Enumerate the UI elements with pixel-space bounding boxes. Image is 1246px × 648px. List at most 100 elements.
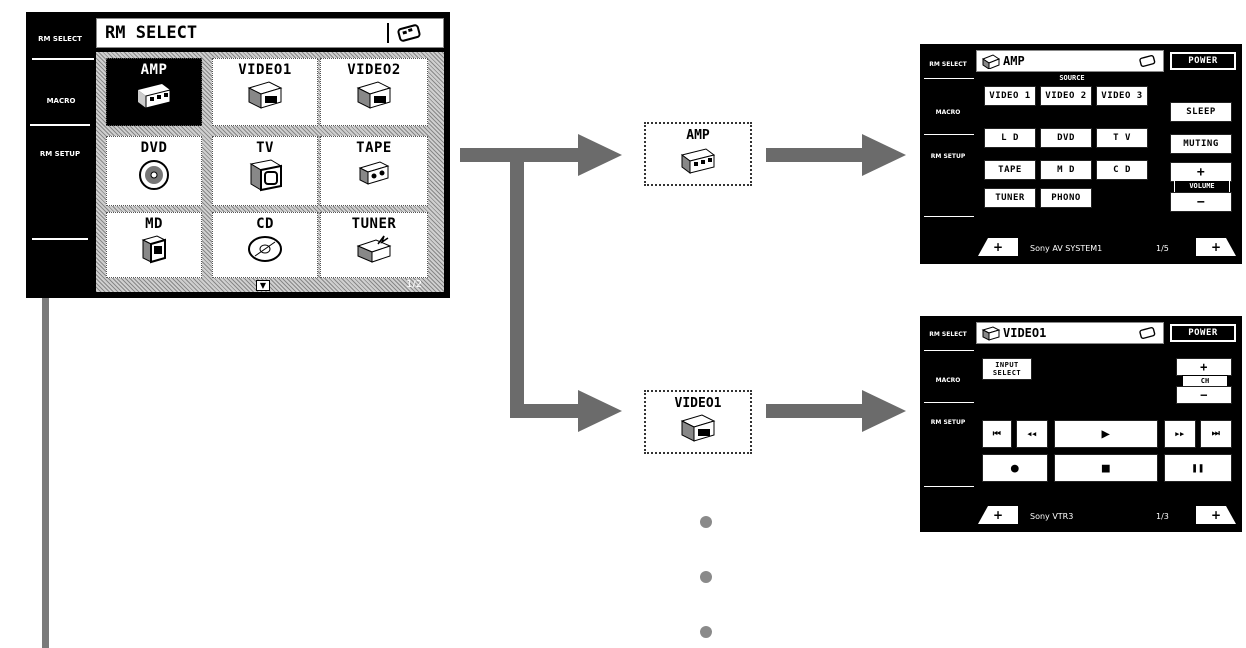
dvd-button[interactable]: DVD [1040, 128, 1092, 148]
page-indicator: 1/2 [406, 279, 423, 290]
next-track-button[interactable]: ⏭ [1200, 420, 1232, 448]
arrow-head-to-video-panel [862, 390, 906, 432]
power-button[interactable]: POWER [1170, 324, 1236, 342]
next-page-tab[interactable]: + [1196, 238, 1236, 256]
phono-button[interactable]: PHONO [1040, 188, 1092, 208]
video1-control-screen: RM SELECT MACRO RM SETUP VIDEO1 POWER IN… [920, 316, 1242, 532]
title-divider [387, 23, 389, 43]
volume-down-button[interactable]: − [1170, 192, 1232, 212]
arrow-head-to-video1 [578, 390, 622, 432]
tile-tv[interactable]: TV [212, 136, 318, 206]
sidebar-rm-select[interactable]: RM SELECT [929, 331, 967, 338]
arrow-head-to-amp-panel [862, 134, 906, 176]
md-button[interactable]: M D [1040, 160, 1092, 180]
record-button[interactable]: ● [982, 454, 1048, 482]
tuner-icon [356, 235, 392, 263]
amp-icon [138, 84, 171, 109]
play-button[interactable]: ▶ [1054, 420, 1158, 448]
channel-down-button[interactable]: − [1176, 386, 1232, 404]
stop-button[interactable]: ■ [1054, 454, 1158, 482]
title-bar: AMP [976, 50, 1164, 72]
tv-button[interactable]: T V [1096, 128, 1148, 148]
tile-label: CD [256, 216, 274, 232]
cassette-icon [358, 161, 390, 185]
remote-icon[interactable] [397, 23, 423, 47]
sidebar-macro[interactable]: MACRO [935, 377, 961, 384]
fast-forward-button[interactable]: ▶▶ [1164, 420, 1196, 448]
tile-label: MD [145, 216, 163, 232]
sidebar-rm-setup[interactable]: RM SETUP [930, 419, 966, 426]
tile-video2[interactable]: VIDEO2 [320, 58, 428, 126]
vcr-icon [981, 326, 1001, 341]
sidebar-macro[interactable]: MACRO [46, 97, 76, 105]
tile-md[interactable]: MD [106, 212, 202, 278]
sidebar-macro[interactable]: MACRO [935, 109, 961, 116]
callout-amp: AMP [644, 122, 752, 186]
cd-button[interactable]: C D [1096, 160, 1148, 180]
vcr-icon [680, 414, 716, 442]
prev-track-button[interactable]: ⏮ [982, 420, 1012, 448]
tile-label: TV [256, 140, 274, 156]
sidebar-rm-setup[interactable]: RM SETUP [39, 150, 81, 158]
ld-button[interactable]: L D [984, 128, 1036, 148]
disc-icon [139, 160, 169, 190]
tile-amp[interactable]: AMP [106, 58, 202, 126]
video1-button[interactable]: VIDEO 1 [984, 86, 1036, 106]
prev-page-tab[interactable]: + [978, 238, 1018, 256]
highlight-leader-line [42, 186, 49, 648]
pause-button[interactable]: ❚❚ [1164, 454, 1232, 482]
tile-tape[interactable]: TAPE [320, 136, 428, 206]
tuner-button[interactable]: TUNER [984, 188, 1036, 208]
tape-button[interactable]: TAPE [984, 160, 1036, 180]
title-bar: VIDEO1 [976, 322, 1164, 344]
callout-video1-label: VIDEO1 [674, 396, 722, 411]
vcr-icon [247, 81, 283, 109]
scroll-down-button[interactable]: ▼ [256, 280, 270, 291]
tile-dvd[interactable]: DVD [106, 136, 202, 206]
arrow-shaft-to-amp-panel [766, 148, 864, 162]
video2-button[interactable]: VIDEO 2 [1040, 86, 1092, 106]
volume-up-button[interactable]: + [1170, 162, 1232, 182]
callout-video1: VIDEO1 [644, 390, 752, 454]
tile-cd[interactable]: CD [212, 212, 318, 278]
rewind-button[interactable]: ◀◀ [1016, 420, 1048, 448]
sidebar-rm-setup[interactable]: RM SETUP [930, 153, 966, 160]
page-title: VIDEO1 [1003, 326, 1047, 340]
amp-control-screen: RM SELECT MACRO RM SETUP AMP POWER SOURC… [920, 44, 1242, 264]
sidebar-rm-select[interactable]: RM SELECT [929, 61, 967, 68]
continuation-dot [700, 626, 712, 638]
arrow-branch-vertical [510, 148, 524, 418]
device-label: Sony VTR3 [1030, 512, 1074, 521]
tile-label: DVD [140, 140, 168, 156]
remote-icon[interactable] [1139, 53, 1157, 72]
tile-tuner[interactable]: TUNER [320, 212, 428, 278]
tile-label: AMP [140, 62, 168, 78]
video3-button[interactable]: VIDEO 3 [1096, 86, 1148, 106]
tile-label: VIDEO2 [347, 62, 401, 78]
channel-up-button[interactable]: + [1176, 358, 1232, 376]
power-button[interactable]: POWER [1170, 52, 1236, 70]
tile-label: TUNER [351, 216, 397, 232]
tile-video1[interactable]: VIDEO1 [212, 58, 318, 126]
arrow-shaft-to-video-panel [766, 404, 864, 418]
callout-amp-label: AMP [686, 128, 710, 143]
rm-select-screen: RM SELECT MACRO RM SETUP RM SELECT AMP V… [26, 12, 450, 298]
sleep-button[interactable]: SLEEP [1170, 102, 1232, 122]
amp-icon [680, 148, 716, 174]
input-select-button[interactable]: INPUT SELECT [982, 358, 1032, 380]
next-page-tab[interactable]: + [1196, 506, 1236, 524]
amp-icon [981, 54, 1001, 69]
source-label: SOURCE [1059, 74, 1085, 82]
page-title: RM SELECT [105, 23, 198, 43]
vcr-icon [356, 81, 392, 109]
muting-button[interactable]: MUTING [1170, 134, 1232, 154]
remote-icon[interactable] [1139, 325, 1157, 344]
page-indicator: 1/5 [1156, 244, 1169, 253]
cd-icon [248, 236, 282, 262]
title-bar: RM SELECT [96, 18, 444, 48]
prev-page-tab[interactable]: + [978, 506, 1018, 524]
arrow-head-to-amp [578, 134, 622, 176]
tile-label: TAPE [356, 140, 392, 156]
sidebar-rm-select[interactable]: RM SELECT [38, 35, 82, 43]
continuation-dot [700, 571, 712, 583]
